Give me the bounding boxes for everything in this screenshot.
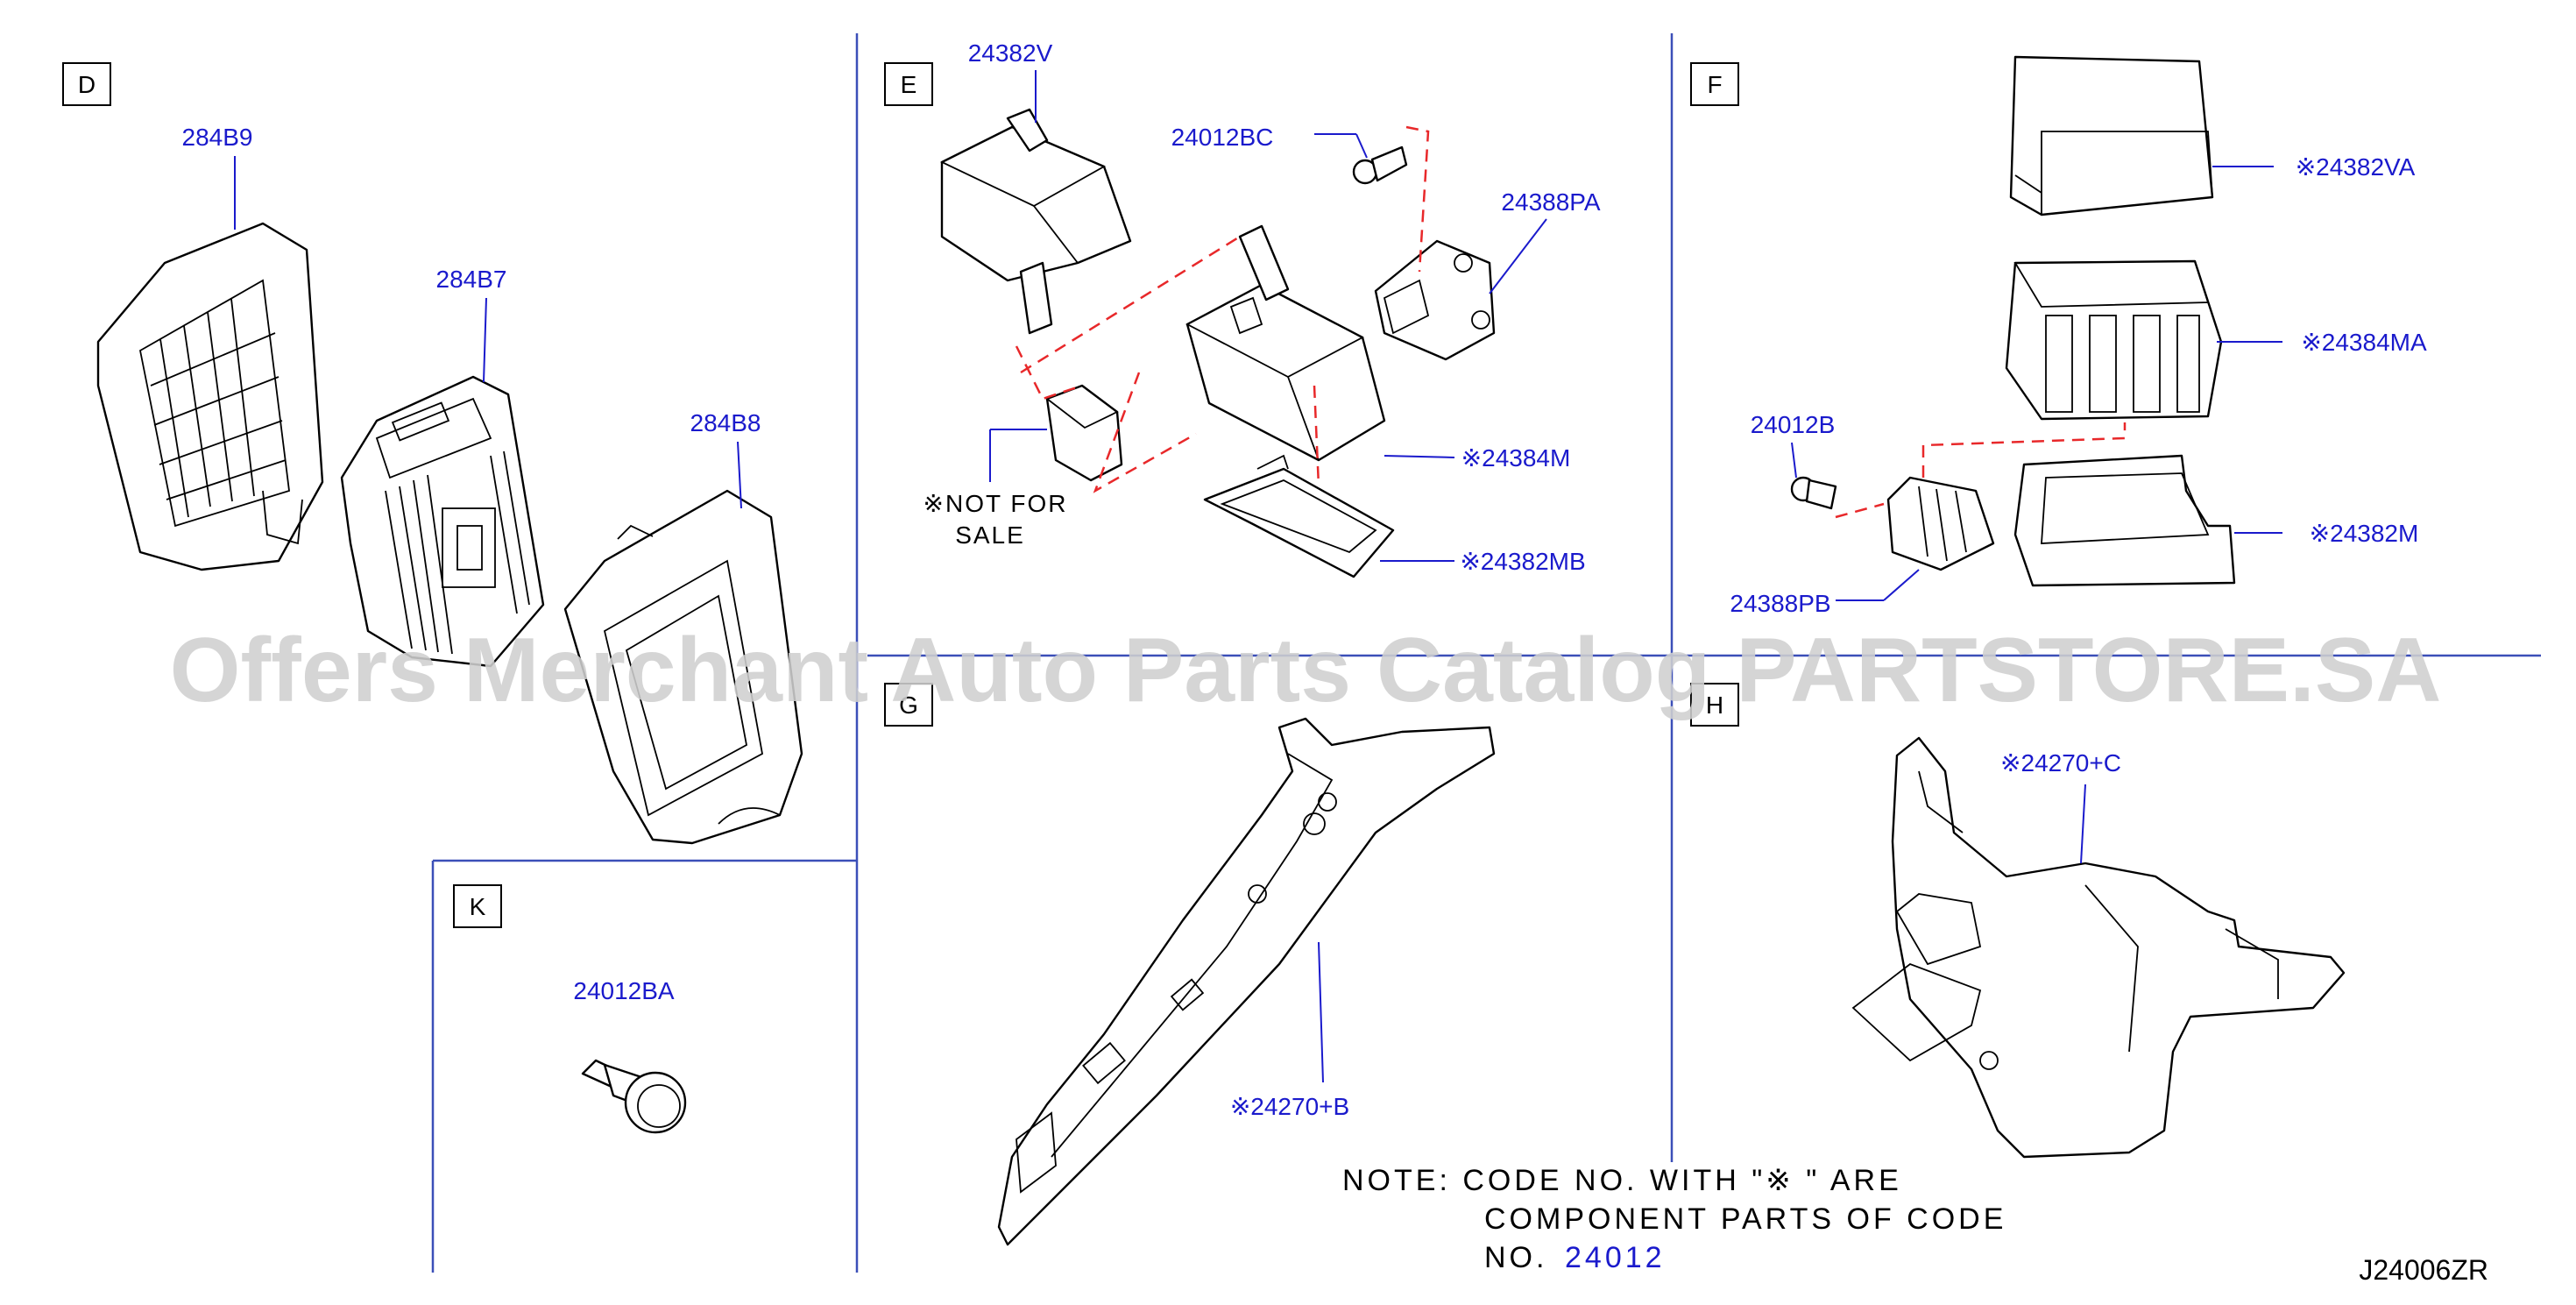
part-24012bc-drawing: [1352, 145, 1408, 185]
drawing-code: J24006ZR: [2359, 1254, 2488, 1286]
part-24382v-drawing: [939, 108, 1132, 335]
leader-24270c: [2080, 784, 2086, 864]
leader-24388pa: [1489, 218, 1547, 294]
part-24270c-drawing: [1851, 736, 2346, 1159]
assembly-lines-f: [1835, 422, 2127, 519]
part-24384ma-drawing: [2005, 259, 2223, 421]
part-24012b-drawing: [1790, 476, 1837, 510]
part-284b7-drawing: [340, 375, 545, 668]
not-for-sale-line1: ※NOT FOR: [924, 490, 1068, 517]
section-k-letter: K: [470, 893, 486, 920]
part-label-24012b[interactable]: 24012B: [1751, 411, 1836, 438]
section-h-marker: H: [1690, 683, 1739, 727]
part-label-24382m[interactable]: ※24382M: [2310, 520, 2419, 547]
part-label-24384m[interactable]: ※24384M: [1461, 444, 1571, 472]
part-label-284b7[interactable]: 284B7: [436, 266, 507, 293]
part-24382m-drawing: [2013, 454, 2236, 587]
part-label-24388pa[interactable]: 24388PA: [1501, 188, 1600, 216]
part-label-24384ma[interactable]: ※24384MA: [2301, 329, 2427, 356]
section-h-letter: H: [1706, 692, 1723, 719]
part-label-24012ba[interactable]: 24012BA: [573, 977, 675, 1004]
watermark-text: Offers Merchant Auto Parts Catalog PARTS…: [170, 620, 2442, 721]
part-24382mb-drawing: [1203, 454, 1395, 578]
leader-24270b: [1318, 941, 1324, 1083]
leader-24012bc-tail: [1355, 133, 1368, 159]
part-not-for-sale-drawing: [1045, 384, 1123, 482]
part-24382va-drawing: [2009, 55, 2214, 216]
leader-284b7: [483, 297, 487, 383]
section-f-letter: F: [1707, 71, 1722, 98]
part-label-24382va[interactable]: ※24382VA: [2296, 153, 2416, 181]
note-block: NOTE: CODE NO. WITH "※ " ARE COMPONENT P…: [1342, 1164, 2006, 1274]
part-24384m-drawing: [1185, 224, 1386, 462]
part-label-24270c[interactable]: ※24270+C: [2000, 749, 2121, 777]
part-24388pb-drawing: [1886, 476, 1995, 571]
leader-24012b: [1791, 442, 1797, 479]
section-f-marker: F: [1690, 62, 1739, 106]
note-line2: COMPONENT PARTS OF CODE: [1484, 1202, 2006, 1236]
assembly-lines-e: [1015, 125, 1430, 493]
section-e-marker: E: [884, 62, 933, 106]
not-for-sale-line2: SALE: [955, 521, 1025, 549]
part-284b8-drawing: [563, 489, 803, 845]
part-label-284b8[interactable]: 284B8: [690, 409, 761, 436]
panel-dividers: [431, 33, 2541, 1273]
section-e-letter: E: [901, 71, 917, 98]
section-k-marker: K: [453, 884, 502, 928]
part-284b9-drawing: [96, 222, 324, 571]
part-label-24012bc[interactable]: 24012BC: [1171, 124, 1274, 151]
part-label-284b9[interactable]: 284B9: [182, 124, 253, 151]
section-d-marker: D: [62, 62, 111, 106]
note-line1: NOTE: CODE NO. WITH "※ " ARE: [1342, 1164, 1902, 1197]
part-label-24388pb[interactable]: 24388PB: [1730, 590, 1830, 617]
part-24270b-drawing: [997, 717, 1496, 1246]
part-24388pa-drawing: [1374, 239, 1496, 361]
part-24012ba-drawing: [581, 1059, 687, 1134]
part-label-24382v[interactable]: 24382V: [968, 39, 1053, 67]
leader-284b8: [737, 441, 742, 509]
leader-24384m: [1384, 455, 1455, 458]
section-g-marker: G: [884, 683, 933, 727]
note-line3-code[interactable]: 24012: [1565, 1241, 1666, 1274]
leader-24388pb: [1883, 569, 1920, 601]
note-line3-prefix: NO.: [1484, 1241, 1547, 1274]
section-d-letter: D: [78, 71, 96, 98]
part-label-24270b[interactable]: ※24270+B: [1230, 1093, 1349, 1120]
part-label-24382mb[interactable]: ※24382MB: [1460, 548, 1585, 575]
section-g-letter: G: [899, 692, 918, 719]
